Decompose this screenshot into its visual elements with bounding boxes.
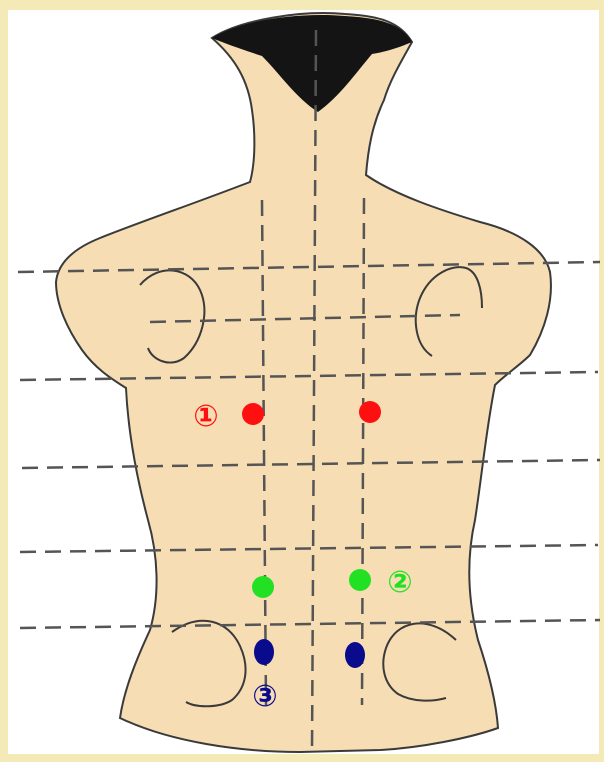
label-1: ① bbox=[193, 399, 218, 434]
acupoint-1-right bbox=[359, 401, 381, 423]
label-2: ② bbox=[387, 565, 412, 600]
acupoint-2-left bbox=[252, 576, 274, 598]
acupoint-3-right bbox=[345, 642, 365, 668]
acupoint-2-right bbox=[349, 569, 371, 591]
label-3: ③ bbox=[252, 679, 277, 714]
acupoint-3-left bbox=[254, 639, 274, 665]
acupoint-1-left bbox=[242, 403, 264, 425]
